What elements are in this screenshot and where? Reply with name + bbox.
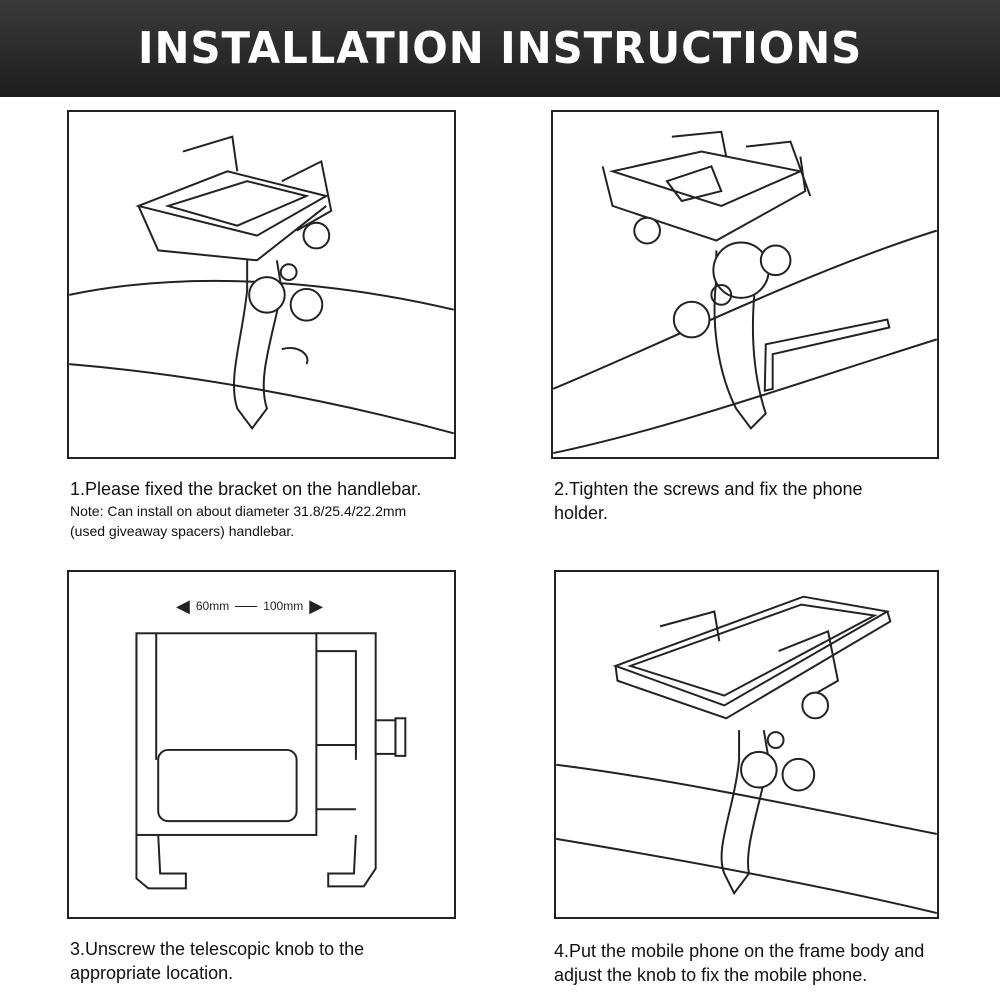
step-3-caption: 3.Unscrew the telescopic knob to the app…	[70, 937, 364, 985]
step-1-note-line-2: (used giveaway spacers) handlebar.	[70, 523, 295, 539]
dimension-min: 60mm	[195, 599, 230, 613]
step-2-caption-line-1: 2.Tighten the screws and fix the phone	[554, 479, 863, 499]
step-3-caption-line-2: appropriate location.	[70, 963, 234, 983]
step-1-caption: 1.Please fixed the bracket on the handle…	[70, 477, 421, 541]
step-4-illustration	[554, 570, 939, 919]
step-3-illustration	[67, 570, 456, 919]
step-1-illustration	[67, 110, 456, 459]
step-4-caption-line-1: 4.Put the mobile phone on the frame body…	[554, 941, 925, 961]
arrow-right-icon: ▶	[309, 596, 324, 616]
step-1-note-line-1: Note: Can install on about diameter 31.8…	[70, 503, 407, 519]
step-1-title: 1.Please fixed the bracket on the handle…	[70, 479, 422, 499]
step-3-caption-line-1: 3.Unscrew the telescopic knob to the	[70, 939, 365, 959]
step-4-caption-line-2: adjust the knob to fix the mobile phone.	[554, 965, 868, 985]
dimension-indicator: ◀ 60mm 100mm ▶	[176, 597, 323, 615]
step-2-illustration	[551, 110, 939, 459]
dimension-max: 100mm	[263, 599, 304, 613]
step-4-caption: 4.Put the mobile phone on the frame body…	[554, 939, 924, 987]
step-2-caption-line-2: holder.	[554, 503, 609, 523]
step-2-caption: 2.Tighten the screws and fix the phone h…	[554, 477, 863, 525]
arrow-left-icon: ◀	[176, 596, 190, 616]
header-banner: INSTALLATION INSTRUCTIONS	[0, 0, 1000, 97]
dimension-line	[235, 605, 258, 607]
page-title: INSTALLATION INSTRUCTIONS	[137, 23, 863, 74]
